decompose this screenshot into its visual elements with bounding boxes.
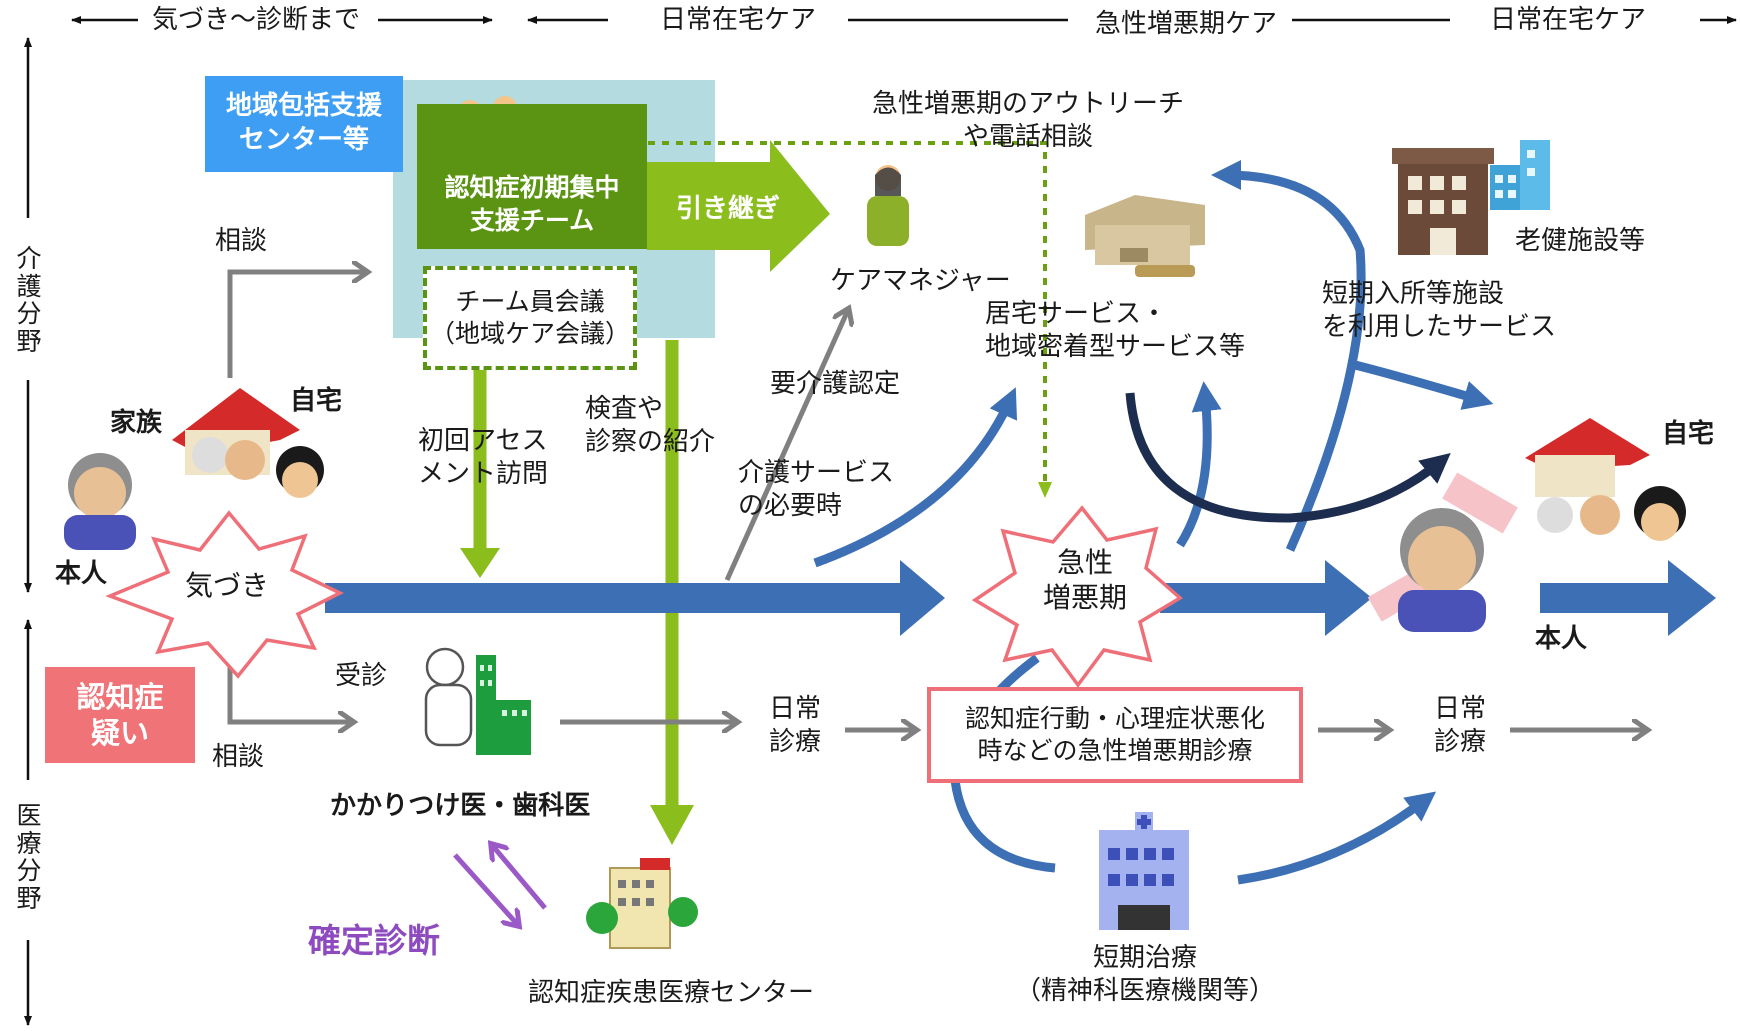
phase-home-care-2-label: 日常在宅ケア xyxy=(1490,5,1647,35)
purple-arrow-down xyxy=(453,853,518,925)
self-right-label: 本人 xyxy=(1535,624,1588,654)
dementia-center-label: 認知症疾患医療センター xyxy=(528,978,815,1008)
suspected-dementia-box: 認知症 疑い xyxy=(45,667,195,763)
self-left-label: 本人 xyxy=(55,559,108,589)
community-center-box: 地域包括支援 センター等 xyxy=(205,76,403,172)
care-manager-label: ケアマネジャー xyxy=(830,266,1011,296)
purple-arrow-up xyxy=(492,845,547,910)
short-stay-label: 短期入所等施設 を利用したサービス xyxy=(1322,279,1557,342)
home-left-label: 自宅 xyxy=(290,386,343,416)
phase-home-care-1-label: 日常在宅ケア xyxy=(660,5,817,35)
referral-arrowhead xyxy=(650,805,694,845)
navy-curve xyxy=(1125,392,1451,523)
awareness-burst xyxy=(105,510,344,679)
daily-care-1-label: 日常 診療 xyxy=(768,694,821,757)
exam-referral-label: 検査や 診察の紹介 xyxy=(585,394,716,457)
family-label: 家族 xyxy=(110,408,163,438)
short-treatment-label: 短期治療 （精神科医療機関等） xyxy=(1014,943,1275,1006)
self-left-icon xyxy=(64,453,136,550)
main-arrow-head-2 xyxy=(1325,560,1372,636)
care-cert-label: 要介護認定 xyxy=(770,369,901,399)
initial-team-label: 認知症初期集中 支援チーム xyxy=(444,173,620,235)
geriatric-facility-label: 老健施設等 xyxy=(1515,226,1646,256)
consult-top-label: 相談 xyxy=(215,226,268,256)
home-service-icon xyxy=(1085,195,1205,277)
handover-arrow xyxy=(647,140,830,272)
phase-acute-care-label: 急性増悪期ケア xyxy=(1095,9,1278,39)
family-doctor-label: かかりつけ医・歯科医 xyxy=(330,791,591,821)
psychiatric-hospital-icon xyxy=(1099,812,1189,930)
daily-care-2-label: 日常 診療 xyxy=(1433,694,1486,757)
medical-field-label: 医 療 分 野 xyxy=(16,801,42,913)
care-manager-icon xyxy=(867,165,909,246)
awareness-label: 気づき xyxy=(185,569,270,602)
main-arrow-head-3 xyxy=(1668,560,1716,636)
acute-care-box: 認知症行動・心理症状悪化 時などの急性増悪期診療 xyxy=(927,687,1303,783)
self-right-icon xyxy=(1367,472,1518,632)
consult-bottom-arrow xyxy=(227,655,352,722)
outreach-label: 急性増悪期のアウトリーチ や電話相談 xyxy=(871,89,1184,152)
home-service-label: 居宅サービス・ 地域密着型サービス等 xyxy=(985,299,1246,362)
acute-label: 急性 増悪期 xyxy=(1042,546,1127,614)
main-arrow-shaft-2 xyxy=(1160,583,1338,613)
phase-awareness-label: 気づき～診断まで xyxy=(152,5,361,35)
handover-label: 引き継ぎ xyxy=(676,194,781,224)
initial-team-box: 認知症初期集中 支援チーム xyxy=(417,104,647,249)
consult-bottom-label: 相談 xyxy=(212,742,265,772)
home-left-icon xyxy=(172,388,324,498)
definitive-dx-label: 確定診断 xyxy=(308,921,440,960)
home-right-icon xyxy=(1525,418,1686,541)
first-visit-arrowhead xyxy=(460,548,500,578)
consult-top-arrow xyxy=(227,272,366,378)
main-arrow-shaft-1 xyxy=(325,583,920,613)
care-field-label: 介 護 分 野 xyxy=(16,244,42,356)
team-meeting-box: チーム員会議 （地域ケア会議） xyxy=(423,266,637,370)
visit-label: 受診 xyxy=(335,661,388,691)
doctor-icon xyxy=(424,647,531,755)
care-needed-label: 介護サービス の必要時 xyxy=(738,458,895,521)
acute-burst xyxy=(971,505,1183,688)
outreach-dotted-line xyxy=(648,141,1052,498)
geriatric-facility-icon xyxy=(1392,140,1550,255)
dementia-center-icon xyxy=(586,858,698,949)
home-right-label: 自宅 xyxy=(1662,419,1715,449)
care-cert-arrow xyxy=(724,310,848,582)
first-visit-label: 初回アセス メント訪問 xyxy=(418,426,549,489)
main-arrow-head-1 xyxy=(900,560,945,636)
main-arrow-shaft-3 xyxy=(1540,583,1680,613)
